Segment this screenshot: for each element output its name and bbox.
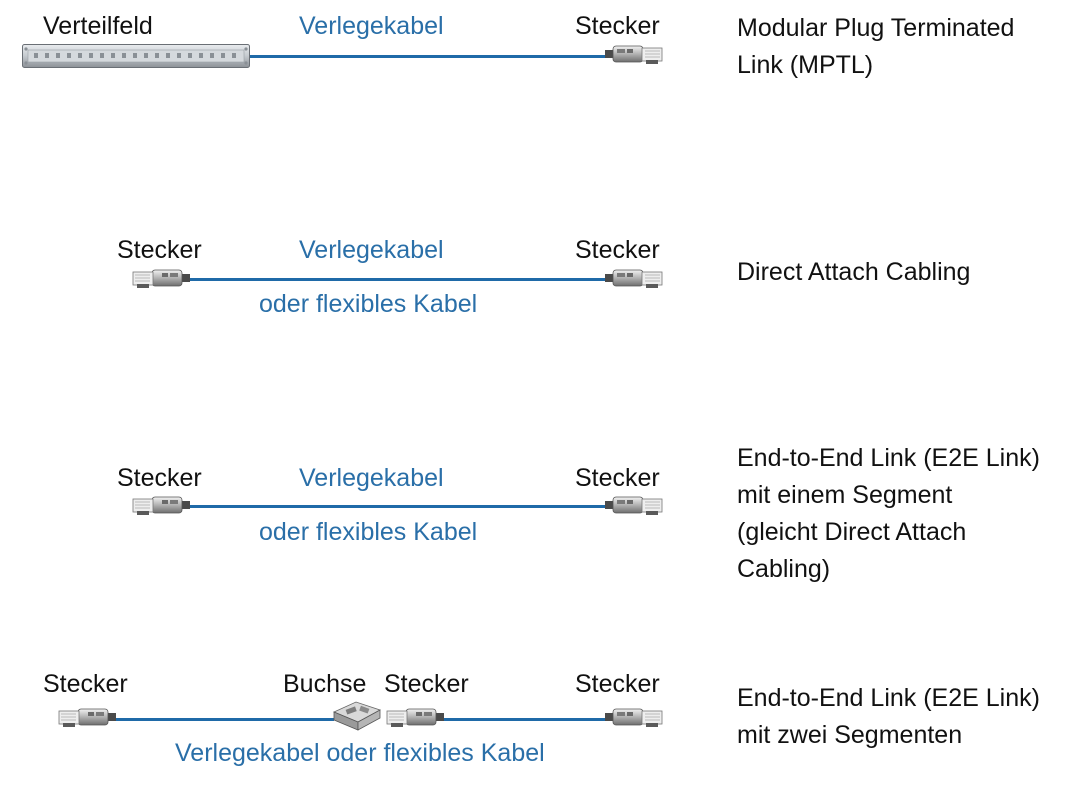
description-line: Link (MPTL): [737, 51, 874, 79]
description-line: Cabling): [737, 555, 831, 583]
cable-line: [190, 278, 606, 281]
cable-line: [250, 55, 606, 58]
description-line: mit einem Segment: [737, 481, 953, 509]
plug-label-left: Stecker: [43, 670, 128, 698]
cable-line: [116, 718, 334, 721]
description-line: (gleicht Direct Attach: [737, 518, 967, 546]
flexible-cable-label: oder flexibles Kabel: [259, 518, 478, 546]
description-line: mit zwei Segmenten: [737, 721, 963, 749]
cable-line: [444, 718, 606, 721]
plug-label-right: Stecker: [575, 12, 660, 40]
rj45-plug-icon: [604, 45, 663, 65]
rj45-plug-icon: [604, 496, 663, 516]
installation-cable-label: Verlegekabel: [299, 236, 444, 264]
plug-label-right: Stecker: [575, 236, 660, 264]
e2e-one-segment-description: End-to-End Link (E2E Link) mit einem Seg…: [737, 440, 1040, 588]
patch-panel-label: Verteilfeld: [43, 12, 153, 40]
rj45-plug-icon: [132, 496, 191, 516]
flexible-cable-label: oder flexibles Kabel: [259, 290, 478, 318]
e2e-two-segments-description: End-to-End Link (E2E Link) mit zwei Segm…: [737, 680, 1040, 754]
socket-label: Buchse: [283, 670, 367, 698]
plug-label-left: Stecker: [117, 236, 202, 264]
rj45-plug-icon: [132, 269, 191, 289]
plug-label-middle: Stecker: [384, 670, 469, 698]
rj45-plug-icon: [604, 708, 663, 728]
patch-panel-icon: [22, 44, 250, 68]
rj45-plug-icon: [58, 708, 117, 728]
rj45-plug-icon: [604, 269, 663, 289]
description-line: Modular Plug Terminated: [737, 14, 1015, 42]
installation-cable-label: Verlegekabel: [299, 12, 444, 40]
plug-label-right: Stecker: [575, 670, 660, 698]
cable-type-label: Verlegekabel oder flexibles Kabel: [175, 739, 545, 767]
mptl-description: Modular Plug Terminated Link (MPTL): [737, 10, 1014, 84]
rj45-plug-icon: [386, 708, 445, 728]
rj45-coupler-icon: [332, 701, 381, 731]
installation-cable-label: Verlegekabel: [299, 464, 444, 492]
description-line: End-to-End Link (E2E Link): [737, 684, 1040, 712]
cable-line: [190, 505, 606, 508]
plug-label-left: Stecker: [117, 464, 202, 492]
description-line: End-to-End Link (E2E Link): [737, 444, 1040, 472]
direct-attach-description: Direct Attach Cabling: [737, 254, 970, 291]
plug-label-right: Stecker: [575, 464, 660, 492]
description-line: Direct Attach Cabling: [737, 258, 971, 286]
